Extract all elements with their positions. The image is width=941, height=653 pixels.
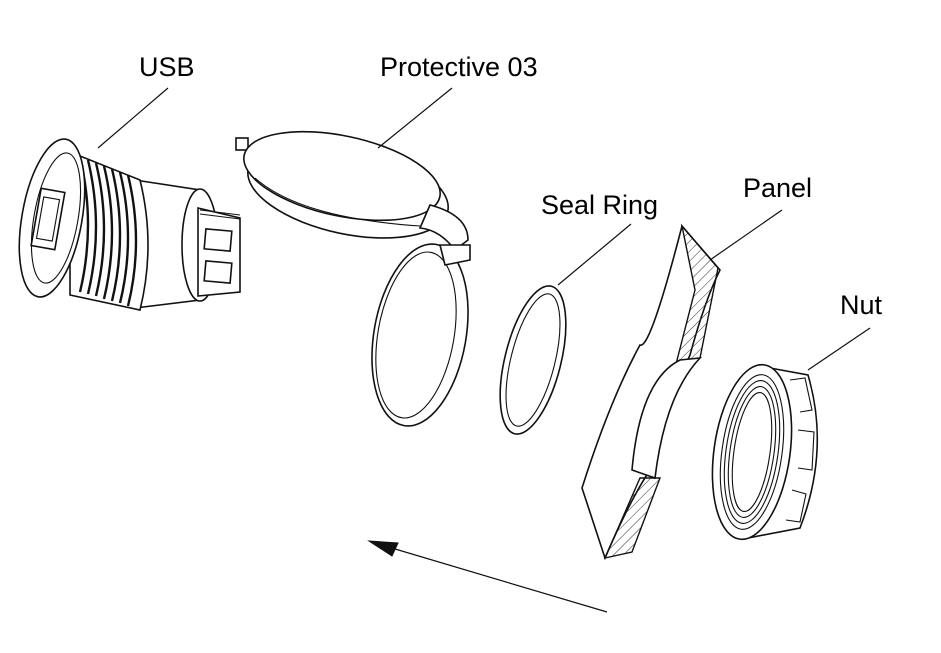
panel-part — [581, 223, 721, 561]
assembly-direction-arrow — [367, 540, 608, 613]
label-seal-ring: Seal Ring — [541, 190, 659, 220]
label-panel: Panel — [743, 173, 813, 203]
seal-ring-part — [499, 285, 567, 435]
protective-cap-part — [235, 130, 471, 427]
leader-lines — [97, 87, 871, 371]
nut-part — [711, 363, 819, 541]
usb-socket-part — [18, 138, 241, 311]
label-protective: Protective 03 — [380, 52, 538, 82]
leader-panel — [709, 209, 783, 261]
leader-usb — [97, 87, 169, 149]
label-nut: Nut — [840, 290, 883, 320]
leader-nut — [807, 327, 871, 371]
label-usb: USB — [139, 52, 195, 82]
leader-seal-ring — [557, 223, 632, 286]
nut-thread-lines — [723, 380, 781, 524]
leader-protective — [377, 87, 453, 149]
